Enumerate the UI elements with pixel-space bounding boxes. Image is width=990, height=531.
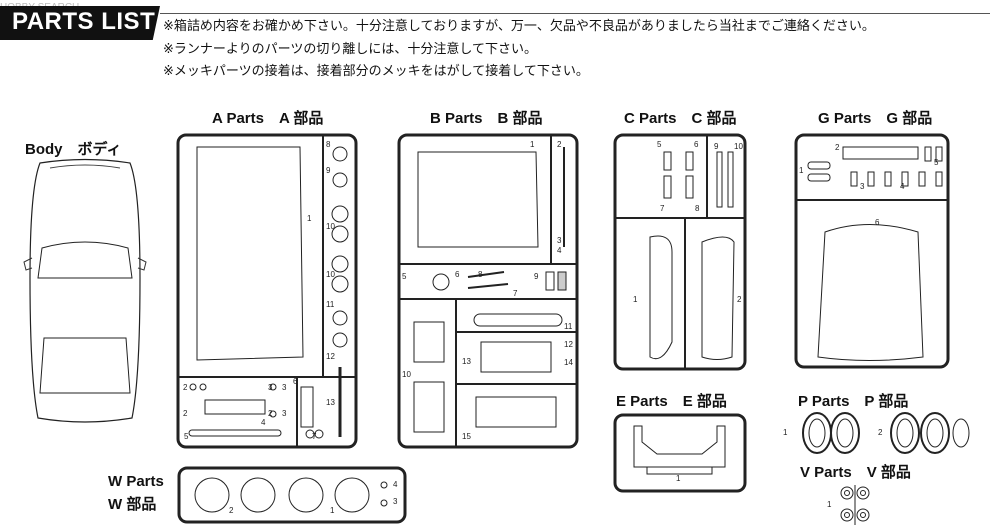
sprue-v-drawing bbox=[840, 485, 870, 525]
sprue-e-drawing bbox=[613, 413, 747, 493]
body-label: Body ボディ bbox=[25, 141, 122, 158]
part-number: 3 bbox=[860, 182, 865, 191]
part-number: 1 bbox=[330, 506, 335, 515]
part-number: 8 bbox=[695, 204, 700, 213]
part-number: 7 bbox=[312, 432, 317, 441]
part-number: 14 bbox=[564, 358, 573, 367]
sprue-w-drawing bbox=[177, 466, 407, 524]
part-number: 13 bbox=[326, 398, 335, 407]
part-number: 12 bbox=[564, 340, 573, 349]
part-number: 7 bbox=[513, 289, 518, 298]
sprue-c-label: C Parts C 部品 bbox=[624, 110, 737, 127]
part-number: 11 bbox=[564, 322, 573, 331]
part-number: 12 bbox=[326, 352, 335, 361]
sprue-e-label: E Parts E 部品 bbox=[616, 393, 727, 410]
part-number: 1 bbox=[307, 214, 312, 223]
part-number: 1 bbox=[530, 140, 535, 149]
part-number: 6 bbox=[293, 377, 298, 386]
part-number: 3 bbox=[268, 383, 273, 392]
part-number: 11 bbox=[326, 300, 335, 309]
part-number: 1 bbox=[633, 295, 638, 304]
part-number: 5 bbox=[184, 432, 189, 441]
note-line-1: ※箱詰め内容をお確かめ下さい。十分注意しておりますが、万一、欠品や不良品がありま… bbox=[163, 19, 875, 34]
part-number: 2 bbox=[268, 409, 273, 418]
part-number: 9 bbox=[534, 272, 539, 281]
part-number: 1 bbox=[783, 428, 788, 437]
sprue-w-label-en: W Parts bbox=[108, 473, 164, 490]
part-number: 10 bbox=[402, 370, 411, 379]
note-line-2: ※ランナーよりのパーツの切り離しには、十分注意して下さい。 bbox=[163, 42, 537, 57]
part-number: 1 bbox=[676, 474, 681, 483]
part-number: 3 bbox=[393, 497, 398, 506]
part-number: 6 bbox=[455, 270, 460, 279]
part-number: 8 bbox=[478, 270, 483, 279]
part-number: 6 bbox=[875, 218, 880, 227]
part-number: 3 bbox=[282, 383, 287, 392]
part-number: 15 bbox=[462, 432, 471, 441]
part-number: 2 bbox=[835, 143, 840, 152]
part-number: 4 bbox=[261, 418, 266, 427]
page-title: PARTS LIST bbox=[12, 8, 156, 35]
part-number: 2 bbox=[229, 506, 234, 515]
part-number: 4 bbox=[393, 480, 398, 489]
part-number: 13 bbox=[462, 357, 471, 366]
part-number: 2 bbox=[737, 295, 742, 304]
part-number: 3 bbox=[557, 236, 562, 245]
sprue-c-drawing bbox=[613, 133, 747, 371]
part-number: 10 bbox=[734, 142, 743, 151]
part-number: 10 bbox=[326, 270, 335, 279]
sprue-w-label-ja: W 部品 bbox=[108, 496, 157, 513]
sprue-v-label: V Parts V 部品 bbox=[800, 464, 911, 481]
sprue-a-drawing bbox=[176, 133, 358, 449]
part-number: 2 bbox=[878, 428, 883, 437]
part-number: 1 bbox=[827, 500, 832, 509]
part-number: 2 bbox=[183, 383, 188, 392]
sprue-p-drawing bbox=[802, 412, 970, 454]
sprue-a-label: A Parts A 部品 bbox=[212, 110, 324, 127]
part-number: 2 bbox=[183, 409, 188, 418]
part-number: 6 bbox=[694, 140, 699, 149]
sprue-g-drawing bbox=[794, 133, 950, 369]
part-number: 5 bbox=[934, 158, 939, 167]
part-number: 8 bbox=[326, 140, 331, 149]
part-number: 4 bbox=[900, 182, 905, 191]
part-number: 9 bbox=[714, 142, 719, 151]
sprue-p-label: P Parts P 部品 bbox=[798, 393, 909, 410]
note-line-3: ※メッキパーツの接着は、接着部分のメッキをはがして接着して下さい。 bbox=[163, 64, 589, 79]
sprue-b-label: B Parts B 部品 bbox=[430, 110, 543, 127]
sprue-b-drawing bbox=[397, 133, 579, 449]
part-number: 9 bbox=[326, 166, 331, 175]
part-number: 7 bbox=[660, 204, 665, 213]
part-number: 4 bbox=[557, 246, 562, 255]
part-number: 3 bbox=[282, 409, 287, 418]
header-rule bbox=[160, 13, 990, 14]
sprue-g-label: G Parts G 部品 bbox=[818, 110, 933, 127]
part-number: 2 bbox=[557, 140, 562, 149]
body-shell-drawing bbox=[23, 158, 147, 423]
part-number: 5 bbox=[657, 140, 662, 149]
part-number: 10 bbox=[326, 222, 335, 231]
part-number: 1 bbox=[799, 166, 804, 175]
part-number: 5 bbox=[402, 272, 407, 281]
